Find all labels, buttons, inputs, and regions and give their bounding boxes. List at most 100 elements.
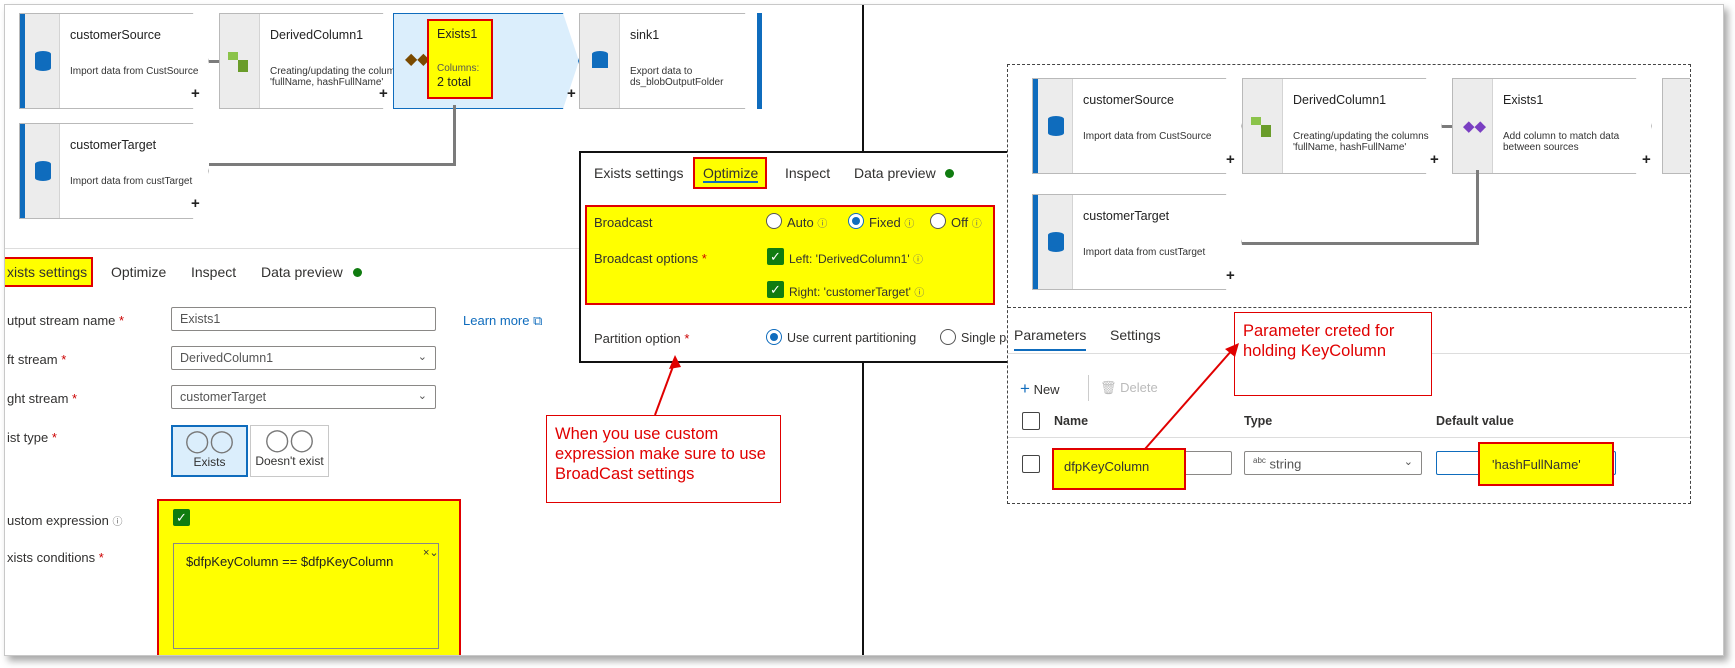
r-node-exists[interactable]: ◆◆ Exists1 Add column to match data betw… xyxy=(1452,78,1652,174)
exists-sub1: Columns: xyxy=(437,63,480,74)
add-plus[interactable]: + xyxy=(567,85,576,102)
new-button[interactable]: + New xyxy=(1020,379,1060,398)
r-node-customer-target[interactable]: customerTarget Import data from custTarg… xyxy=(1032,194,1242,290)
sink-icon xyxy=(580,14,620,108)
next-node-stub xyxy=(1662,78,1690,174)
broadcast-off-radio[interactable] xyxy=(930,213,946,229)
node-desc: Import data from custTarget xyxy=(70,176,193,187)
chevron-down-icon: ⌄ xyxy=(417,390,427,402)
tab-parameters[interactable]: Parameters xyxy=(1014,327,1087,351)
r-node-derived-column[interactable]: DerivedColumn1 Creating/updating the col… xyxy=(1242,78,1442,174)
right-stream-select[interactable]: customerTarget⌄ xyxy=(171,385,436,409)
derived-column-icon xyxy=(1243,79,1283,173)
node-desc: Import data from custTarget xyxy=(1083,247,1206,258)
venn-icon: ◯◯ xyxy=(264,427,315,452)
derived-column-icon xyxy=(220,14,260,108)
exists-icon: ◆◆ xyxy=(1453,79,1493,173)
node-desc: Import data from CustSource xyxy=(1083,131,1212,142)
broadcast-fixed-label: Fixed ⓘ xyxy=(869,215,915,230)
link xyxy=(1476,170,1479,245)
exists-conditions-editor[interactable]: $dfpKeyColumn == $dfpKeyColumn xyxy=(173,543,439,649)
tab-optimize[interactable]: Optimize xyxy=(111,264,167,280)
tab-exists-settings[interactable]: xists settings xyxy=(7,264,88,280)
node-sink[interactable]: sink1 Export data to ds_blobOutputFolder xyxy=(579,13,761,109)
broadcast-right-label: Right: 'customerTarget' ⓘ xyxy=(789,285,925,299)
partition-single-radio[interactable] xyxy=(940,329,956,345)
tab-inspect[interactable]: Inspect xyxy=(191,264,237,280)
exists-icon: ◆◆ xyxy=(405,51,430,68)
status-dot xyxy=(353,268,362,277)
right-screenshot: customerSource Import data from CustSour… xyxy=(1007,64,1691,504)
toolbar-divider xyxy=(1088,375,1089,401)
exists-conditions-label: xists conditions * xyxy=(7,550,104,565)
node-title: customerTarget xyxy=(1083,209,1170,223)
tab-settings[interactable]: Settings xyxy=(1110,327,1161,343)
chevron-down-icon: ⌄ xyxy=(417,351,427,363)
node-customer-target[interactable]: customerTarget Import data from custTarg… xyxy=(19,123,209,219)
broadcast-auto-label: Auto ⓘ xyxy=(787,215,828,230)
col-name-header: Name xyxy=(1054,414,1089,428)
external-link-icon: ⧉ xyxy=(533,313,543,328)
select-all-checkbox[interactable] xyxy=(1022,412,1040,430)
broadcast-off-label: Off ⓘ xyxy=(951,215,982,230)
exist-type-exists[interactable]: ◯◯ Exists xyxy=(171,425,248,477)
output-stream-input[interactable]: Exists1 xyxy=(171,307,436,331)
trash-icon: 🗑 xyxy=(1100,380,1117,395)
add-plus[interactable]: + xyxy=(1226,267,1235,284)
opt-tab-inspect[interactable]: Inspect xyxy=(785,165,831,181)
tab-exists-settings-highlight xyxy=(5,257,93,287)
exist-type-not[interactable]: ◯◯ Doesn't exist xyxy=(250,425,329,477)
row-checkbox[interactable] xyxy=(1022,455,1040,473)
opt-tab-exists-settings[interactable]: Exists settings xyxy=(594,165,684,181)
custom-expression-label: ustom expression ⓘ xyxy=(7,513,123,528)
right-stream-label: ght stream * xyxy=(7,391,78,406)
opt-tab-optimize[interactable]: Optimize xyxy=(703,165,759,183)
arrow-annotation xyxy=(654,355,681,416)
tab-data-preview[interactable]: Data preview xyxy=(261,264,343,280)
left-stream-label: ft stream * xyxy=(7,352,67,367)
parameter-note: Parameter creted for holding KeyColumn xyxy=(1234,312,1432,396)
param-type-select[interactable]: abc string⌄ xyxy=(1244,451,1422,475)
add-plus[interactable]: + xyxy=(191,85,200,102)
custom-expression-checkbox[interactable]: ✓ xyxy=(173,509,190,526)
broadcast-auto-radio[interactable] xyxy=(766,213,782,229)
info-icon: ⓘ xyxy=(112,517,123,528)
exists-title: Exists1 xyxy=(437,27,478,41)
delete-button[interactable]: 🗑 Delete xyxy=(1100,380,1158,395)
node-desc: Creating/updating the columns 'fullName,… xyxy=(270,66,406,88)
broadcast-right-checkbox[interactable]: ✓ xyxy=(767,281,784,298)
broadcast-fixed-radio[interactable] xyxy=(848,213,864,229)
opt-tab-data-preview[interactable]: Data preview xyxy=(854,165,936,181)
param-name-highlight: dfpKeyColumn xyxy=(1052,448,1186,490)
exist-type-label: ist type * xyxy=(7,430,57,445)
r-node-customer-source[interactable]: customerSource Import data from CustSour… xyxy=(1032,78,1242,174)
partition-option-label: Partition option * xyxy=(594,331,690,346)
partition-current-radio[interactable] xyxy=(766,329,782,345)
broadcast-left-checkbox[interactable]: ✓ xyxy=(767,248,784,265)
exists-sub2: 2 total xyxy=(437,75,472,89)
source-icon xyxy=(1033,195,1073,289)
node-customer-source[interactable]: customerSource Import data from CustSour… xyxy=(19,13,209,109)
node-desc: Import data from CustSource xyxy=(70,66,199,77)
add-plus[interactable]: + xyxy=(379,85,388,102)
node-title: customerTarget xyxy=(70,138,157,152)
source-icon xyxy=(1033,79,1073,173)
plus-icon: + xyxy=(1020,379,1030,398)
link xyxy=(209,60,219,63)
add-plus[interactable]: + xyxy=(1642,151,1651,168)
canvas-divider xyxy=(1008,307,1690,308)
node-derived-column[interactable]: DerivedColumn1 Creating/updating the col… xyxy=(219,13,399,109)
left-stream-select[interactable]: DerivedColumn1⌄ xyxy=(171,346,436,370)
node-desc: Creating/updating the columns 'fullName,… xyxy=(1293,131,1429,153)
header-underline xyxy=(1008,437,1690,438)
add-plus[interactable]: + xyxy=(1226,151,1235,168)
broadcast-left-label: Left: 'DerivedColumn1' ⓘ xyxy=(789,252,923,266)
add-plus[interactable]: + xyxy=(1430,151,1439,168)
node-desc: Add column to match data between sources xyxy=(1503,131,1620,153)
broadcast-note: When you use custom expression make sure… xyxy=(546,415,781,503)
expression-builder-icon[interactable]: ×⌄ xyxy=(423,547,439,559)
add-plus[interactable]: + xyxy=(191,195,200,212)
learn-more-link[interactable]: Learn more ⧉ xyxy=(463,313,543,328)
arrow-annotation xyxy=(1144,343,1239,450)
broadcast-label: Broadcast xyxy=(594,215,653,230)
